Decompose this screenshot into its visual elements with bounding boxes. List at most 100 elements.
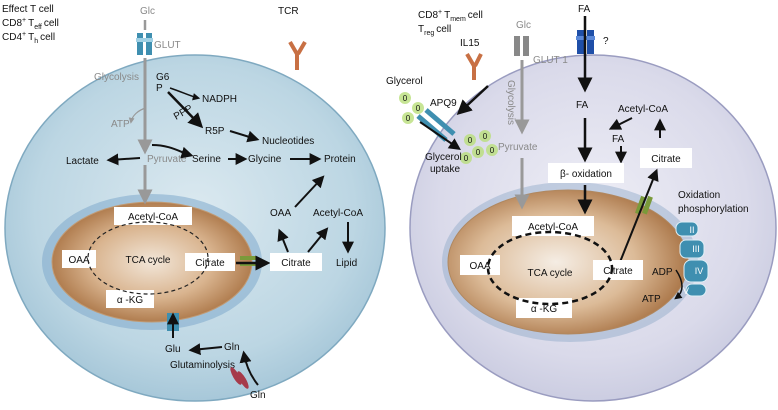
glut-label: GLUT: [154, 40, 181, 51]
left-tca-label: TCA cycle: [125, 255, 170, 266]
complex-v: V: [683, 286, 689, 296]
gln-transporter-icon: [230, 367, 249, 389]
question-label: ?: [603, 36, 609, 47]
cd8-text-r: CD8: [418, 10, 438, 21]
nadph-label: NADPH: [202, 94, 237, 105]
r5p-label: R5P: [205, 126, 225, 137]
t-text-r2: T: [418, 24, 424, 35]
il15-label: IL15: [460, 38, 480, 49]
left-citrate-right-box: [270, 253, 322, 271]
eff-sub: eff: [34, 24, 42, 31]
left-citrate-box: [185, 253, 235, 271]
svg-text:0: 0: [403, 94, 408, 103]
left-oaa-box: [62, 250, 96, 268]
beta-oxidation-label: β- oxidation: [560, 169, 612, 180]
right-citrate-box: [593, 260, 643, 280]
glc-label: Glc: [140, 6, 155, 17]
glycerol-uptake-molecules-icon: 0 0 0 0 0: [460, 130, 498, 164]
citrate-top-box: [640, 148, 692, 168]
g6p-label-2: P: [156, 83, 163, 94]
plus-sup-r: +: [438, 9, 442, 16]
glycerol-uptake-label-2: uptake: [430, 164, 460, 175]
acetyl-coa-right-label: Acetyl-CoA: [313, 208, 363, 219]
t-text-r: T: [444, 10, 450, 21]
etc-complexes: II III IV V: [675, 221, 709, 297]
nucleotides-label: Nucleotides: [262, 136, 314, 147]
complex-ii: II: [689, 225, 694, 235]
adp-label: ADP: [652, 267, 673, 278]
glycolysis-label: Glycolysis: [94, 72, 139, 83]
cd4-text: CD4: [2, 32, 22, 43]
left-oaa: OAA: [68, 255, 89, 266]
left-mito-contents: Acetyl-CoA OAA TCA cycle Citrate α -KG: [62, 207, 235, 308]
oaa-right-label: OAA: [270, 208, 291, 219]
cell-text-r: cell: [468, 10, 483, 21]
cd8-text: CD8: [2, 18, 22, 29]
svg-text:0: 0: [490, 146, 495, 155]
beta-oxidation-box: [548, 163, 624, 183]
left-cell: [4, 54, 386, 402]
t-text-2: T: [28, 32, 34, 43]
glycine-label: Glycine: [248, 154, 282, 165]
acetyl-coa-top-label: Acetyl-CoA: [618, 104, 668, 115]
left-acetyl-coa-box: [114, 207, 192, 225]
mem-sub: mem: [450, 16, 466, 23]
svg-text:0: 0: [464, 154, 469, 163]
right-glycolysis-label: Glycolysis: [505, 80, 516, 125]
glycerol-uptake-label-1: Glycerol: [425, 152, 462, 163]
protein-label: Protein: [324, 154, 356, 165]
g6p-label-1: G6: [156, 72, 170, 83]
right-citrate-transporter-icon: [635, 195, 653, 215]
right-mito-contents: Acetyl-CoA OAA TCA cycle Citrate α -KG: [460, 216, 643, 318]
apq9-label: APQ9: [430, 98, 457, 109]
tcr-receptor-icon: [288, 40, 307, 70]
gln-bottom-label: Gln: [250, 390, 266, 401]
plus-sup: +: [22, 17, 26, 24]
cell-text: cell: [44, 18, 59, 29]
svg-text:0: 0: [483, 132, 488, 141]
right-acetyl-coa-box: [512, 216, 594, 236]
glu-label: Glu: [165, 344, 181, 355]
pyruvate-label: Pyruvate: [147, 154, 187, 165]
glutaminolysis-label: Glutaminolysis: [170, 360, 235, 371]
fa-mid-label: FA: [576, 100, 589, 111]
cell-text-r2: cell: [436, 24, 451, 35]
h-sub: h: [34, 38, 38, 45]
lipid-label: Lipid: [336, 258, 357, 269]
left-akg-box: [106, 290, 154, 308]
left-acetyl-coa: Acetyl-CoA: [128, 212, 178, 223]
oxphos-label-1: Oxidation: [678, 190, 720, 201]
svg-text:0: 0: [468, 136, 473, 145]
left-tca-cycle-loop: [87, 221, 209, 295]
svg-text:0: 0: [416, 104, 421, 113]
left-header-line1: Effect T cell: [2, 4, 54, 15]
fa-top-label: FA: [578, 4, 591, 15]
fa-small-label: FA: [612, 134, 625, 145]
il15-receptor-icon: [465, 52, 483, 80]
atp-right-label: ATP: [642, 294, 661, 305]
glc-right-label: Glc: [516, 20, 531, 31]
serine-label: Serine: [192, 154, 221, 165]
right-tca-label: TCA cycle: [527, 268, 572, 279]
glycerol-label: Glycerol: [386, 76, 423, 87]
oxphos-label-2: phosphorylation: [678, 204, 749, 215]
svg-text:0: 0: [406, 114, 411, 123]
glycerol-molecules-icon: 0 0 0: [399, 92, 424, 124]
right-akg: α -KG: [531, 304, 558, 315]
t-text: T: [28, 18, 34, 29]
left-citrate: Citrate: [195, 258, 225, 269]
complex-iv: IV: [695, 266, 704, 276]
svg-text:0: 0: [476, 148, 481, 157]
complex-iii: III: [692, 244, 700, 254]
reg-sub: reg: [424, 30, 434, 37]
lactate-label: Lactate: [66, 156, 99, 167]
glut1-transporter-icon: [514, 36, 529, 56]
